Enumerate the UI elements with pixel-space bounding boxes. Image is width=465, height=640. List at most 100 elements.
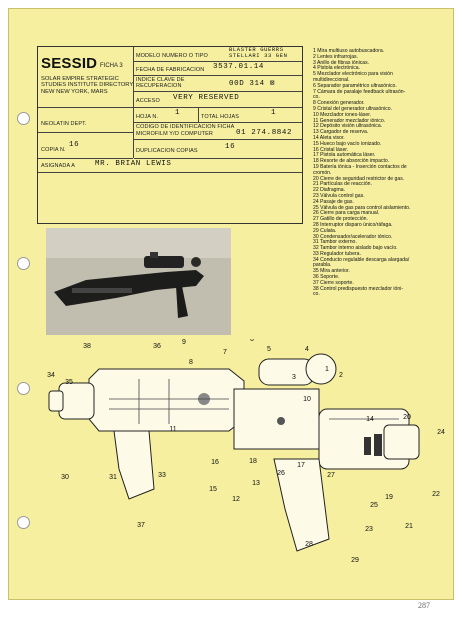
diagram-callout: 38 (83, 343, 91, 350)
copia-value: 16 (69, 141, 80, 149)
diagram-callout: 30 (61, 474, 69, 481)
modelo-cell: MODELO NUMERO O TIPO BLASTER GUERRS STEL… (134, 47, 302, 62)
parts-legend: 1 Mira multiuso autobuscadora. 2 Lentes … (313, 48, 453, 298)
codigo-value: 01 274.8842 (236, 129, 293, 137)
diagram-callout: 23 (365, 526, 373, 533)
diagram-callout: 14 (366, 416, 374, 423)
ficha-number: FICHA 3 (100, 63, 123, 69)
diagram-callout: 34 (47, 372, 55, 379)
diagram-callout: 18 (249, 458, 257, 465)
hoja-value: 1 (175, 109, 181, 117)
legend-item: cromón. (313, 169, 332, 176)
legend-item: 11 Generador mezclador iónico. (313, 117, 386, 124)
diagram-callout: 7 (223, 349, 227, 356)
org-line: SOLAR EMPIRE STRATEGIC (41, 76, 119, 82)
diagram-callout: 9 (182, 339, 186, 346)
legend-item: 2 Lentes infrarrojas. (313, 53, 359, 60)
legend-item: 10 Mezclador iones-láser. (313, 111, 372, 118)
legend-item: 35 Mira anterior. (313, 268, 350, 275)
legend-item: 26 Cierre para carga manual. (313, 210, 380, 217)
diagram-callout: 21 (405, 523, 413, 530)
brand-title: SESSID (41, 55, 98, 72)
codigo-label: CODIGO DE IDENTIFICACION FICHA (136, 124, 235, 130)
legend-item: 22 Diafragma. (313, 187, 345, 194)
asignada-cell: ASIGNADA A MR. BRIAN LEWIS (38, 158, 302, 173)
fecha-label: FECHA DE FABRICACION (136, 67, 205, 73)
legend-item: 6 Separador paramétrico ultrasónico. (313, 82, 397, 89)
duplicacion-value: 16 (225, 143, 236, 151)
legend-item: 12 Depósito visión ultrasónica. (313, 123, 383, 130)
organization-block: SOLAR EMPIRE STRATEGIC STUDIES INSTITUTE… (41, 76, 133, 95)
binder-hole (17, 382, 30, 395)
diagram-callout: 36 (153, 343, 161, 350)
legend-item: 31 Tambor externo. (313, 239, 357, 246)
diagram-callout: 28 (305, 541, 313, 548)
diagram-callout: 29 (351, 557, 359, 564)
modelo-value: BLASTER GUERRS (229, 47, 284, 53)
legend-item: 14 Aleta visor. (313, 134, 345, 141)
indice-value: 00D 314 ⊠ (229, 80, 275, 88)
legend-item: 36 Soporte. (313, 274, 340, 281)
org-line: NEW NEW YORK, MARS (41, 88, 108, 95)
diagram-callout: 33 (158, 472, 166, 479)
diagram-callout: 31 (109, 474, 117, 481)
legend-item: 30 Condensador/acelerador iónico. (313, 233, 393, 240)
legend-item: 24 Pasaje de gas. (313, 198, 354, 205)
blaster-cutaway-diagram: 38 36 9 8 7 6 5 4 3 2 1 34 35 11 10 14 2… (47, 339, 445, 564)
copia-cell: COPIA N. 16 (38, 132, 133, 159)
total-hojas-cell: TOTAL HOJAS 1 (199, 107, 302, 123)
acceso-cell: ACCESO VERY RESERVED (134, 91, 302, 108)
diagram-callout: 11 (169, 426, 176, 433)
indice-label: RECUPERACION (136, 83, 182, 89)
diagram-callout: 10 (303, 396, 311, 403)
blaster-photo (46, 228, 231, 335)
diagram-callout: 24 (437, 429, 445, 436)
legend-item: 1 Mira multiuso autobuscadora. (313, 48, 385, 54)
diagram-callout: 22 (432, 491, 440, 498)
legend-item: 29 Culata. (313, 227, 337, 234)
legend-item: 4 Pistola electrónica. (313, 65, 361, 72)
legend-item: 16 Cristal láser. (313, 146, 349, 153)
legend-item: 15 Hueco bajo vacío ionizado. (313, 140, 382, 147)
copia-label: COPIA N. (41, 147, 66, 153)
legend-item: 25 Válvula de gas para control aislamien… (313, 204, 411, 211)
codigo-cell: CODIGO DE IDENTIFICACION FICHA MICROFILM… (134, 122, 302, 140)
legend-item: co. (313, 291, 320, 298)
legend-item: 5 Mezclador electrónico para visión (313, 71, 393, 78)
diagram-callout: 26 (277, 470, 285, 477)
binder-hole (17, 516, 30, 529)
hoja-cell: HOJA N. 1 (134, 107, 199, 123)
neolatin-cell: NEOLATIN DEPT. (38, 107, 133, 133)
diagram-callout: 20 (403, 414, 411, 421)
duplicacion-cell: DUPLICACION COPIAS 16 (134, 139, 302, 159)
diagram-callout: 17 (297, 462, 305, 469)
asignada-label: ASIGNADA A (41, 163, 76, 169)
diagram-callout: 3 (292, 374, 296, 381)
legend-item: 20 Cierre de seguridad restrictor de gas… (313, 175, 405, 182)
diagram-callout: 37 (137, 522, 145, 529)
diagram-callout: 19 (385, 494, 393, 501)
indice-cell: INDICE CLAVE DE RECUPERACION 00D 314 ⊠ (134, 75, 302, 92)
modelo-value: STELLARI 33 GEN (229, 52, 288, 59)
asignada-value: MR. BRIAN LEWIS (95, 160, 172, 168)
file-card-sheet: SESSID FICHA 3 SOLAR EMPIRE STRATEGIC ST… (8, 8, 454, 600)
diagram-callout: 4 (305, 346, 309, 353)
legend-item: co. (313, 94, 320, 101)
acceso-value: VERY RESERVED (173, 94, 240, 102)
legend-item: parabla. (313, 262, 332, 269)
legend-item: 23 Válvula control gas. (313, 192, 365, 199)
legend-item: 21 Partículas de reacción. (313, 181, 372, 188)
indice-label: INDICE CLAVE DE (136, 77, 185, 83)
diagram-callout: 25 (370, 502, 378, 509)
diagram-callout: 27 (327, 472, 335, 479)
org-line: STUDIES INSTITUTE DIRECTORY (41, 82, 134, 89)
fecha-cell: FECHA DE FABRICACION 3537.01.14 (134, 61, 302, 76)
total-hojas-value: 1 (271, 109, 277, 117)
diagram-callout: 1 (325, 366, 329, 373)
record-form: SESSID FICHA 3 SOLAR EMPIRE STRATEGIC ST… (37, 46, 303, 224)
legend-item: 17 Pistola automática láser. (313, 152, 376, 159)
acceso-label: ACCESO (136, 98, 160, 104)
legend-item: 8 Conexión generador. (313, 100, 365, 107)
diagram-callout: 13 (252, 480, 260, 487)
total-hojas-label: TOTAL HOJAS (201, 114, 239, 120)
